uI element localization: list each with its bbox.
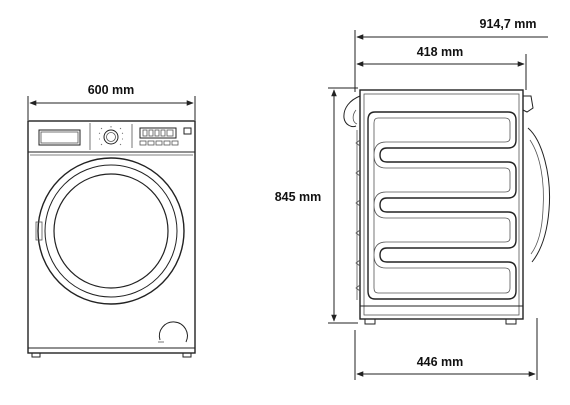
door-ring — [44, 164, 178, 298]
button-row — [139, 140, 179, 146]
door-swing-arc — [527, 127, 551, 263]
display-panel — [139, 127, 177, 139]
front-body — [27, 120, 196, 354]
front-view: 600 mm — [27, 83, 196, 358]
detergent-drawer — [38, 129, 81, 146]
side-foot-back — [505, 318, 517, 325]
depth-base-label: 446 mm — [417, 355, 464, 369]
front-top-profile — [343, 95, 361, 128]
depth-body-label: 418 mm — [417, 45, 464, 59]
rear-connector — [522, 95, 534, 113]
door-side-profile — [355, 130, 361, 300]
side-foot-front — [364, 318, 376, 325]
filter-cover — [158, 321, 188, 343]
width-label: 600 mm — [88, 83, 135, 97]
power-button — [183, 127, 192, 135]
display-segments — [142, 129, 174, 137]
depth-total-label: 914,7 mm — [480, 17, 537, 31]
side-body — [359, 89, 524, 320]
door-hinge — [35, 221, 43, 241]
height-label: 845 mm — [275, 190, 322, 204]
foot-right — [182, 352, 192, 358]
foot-left — [31, 352, 41, 358]
door-outer-ring — [37, 157, 185, 305]
side-view: 914,7 mm 418 mm 845 mm 446 mm — [275, 17, 551, 380]
program-knob — [103, 129, 119, 145]
door-glass — [53, 173, 169, 289]
serpentine-outer — [367, 111, 517, 300]
serpentine-inner — [373, 117, 511, 294]
knob-ticks — [98, 126, 124, 146]
